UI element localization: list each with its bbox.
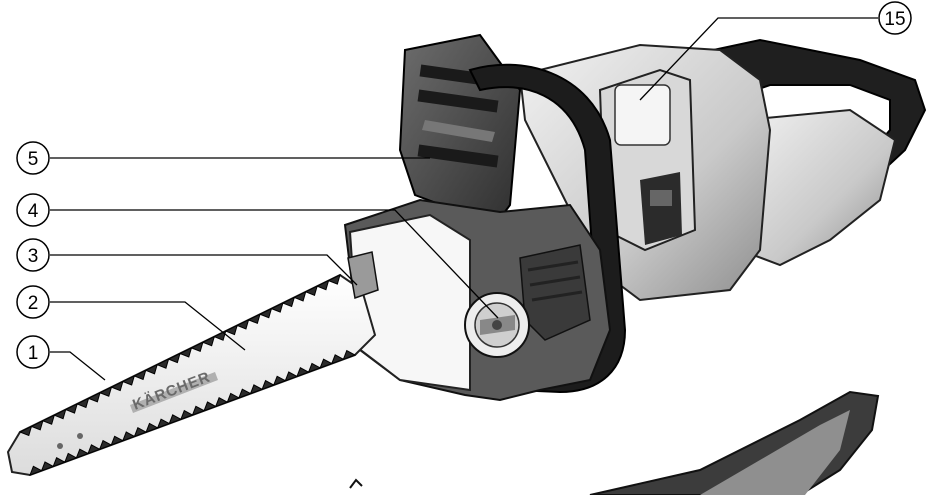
chain-tooth — [281, 296, 296, 308]
chain-tooth — [319, 358, 333, 369]
chain-tooth — [214, 397, 229, 408]
callout-label-2: 2 — [28, 293, 39, 314]
chain-tooth — [52, 457, 67, 468]
chain-tooth — [307, 362, 322, 373]
leader-4 — [50, 209, 499, 319]
callout-label-15: 15 — [884, 9, 905, 30]
chain-tooth — [29, 465, 43, 476]
chain-tooth — [213, 330, 227, 341]
callout-2: 2 — [16, 285, 50, 319]
callout-15: 15 — [878, 1, 912, 35]
chain-tooth — [191, 405, 206, 416]
callout-label-3: 3 — [28, 246, 39, 267]
callout-5: 5 — [16, 141, 50, 175]
chain-tooth — [203, 401, 217, 412]
chain-tooth — [342, 349, 357, 361]
callout-1: 1 — [16, 335, 50, 369]
chain-tooth — [18, 425, 33, 437]
chain-tooth — [190, 341, 204, 353]
chain-tooth — [296, 367, 310, 378]
callout-leaders — [50, 17, 878, 381]
chain-tooth — [155, 358, 170, 369]
chain-tooth — [258, 307, 273, 319]
chain-tooth — [327, 274, 341, 285]
chain-tooth — [30, 419, 44, 431]
chain-tooth — [284, 371, 299, 382]
front-handle — [468, 63, 627, 394]
chain-tooth — [75, 448, 90, 459]
chain-tooth — [87, 391, 101, 403]
chain-tooth — [156, 418, 171, 429]
chain-tooth — [121, 374, 136, 386]
chain-tooth — [40, 461, 55, 472]
chain-tooth — [293, 290, 307, 302]
chain-tooth — [235, 318, 250, 330]
saw-chain — [18, 274, 357, 476]
chain-tooth — [180, 409, 194, 421]
chain-tooth — [41, 414, 56, 425]
callout-label-5: 5 — [28, 149, 39, 170]
chain-tooth — [224, 324, 238, 336]
chain-tooth — [201, 335, 216, 347]
chain-tooth — [272, 375, 287, 386]
sprocket-cover — [343, 198, 612, 402]
chain-tooth — [110, 380, 124, 392]
chain-tooth — [121, 431, 136, 442]
chain-tooth — [98, 439, 113, 451]
chain-tooth — [87, 444, 101, 455]
chain-tooth — [304, 285, 318, 296]
hand-guard — [398, 33, 522, 227]
chain-tooth — [53, 408, 67, 420]
chain-tooth — [133, 427, 148, 438]
callout-label-1: 1 — [28, 343, 39, 364]
chain-tooth — [238, 388, 252, 399]
chain-tooth — [63, 452, 78, 463]
callout-3: 3 — [16, 238, 50, 272]
chain-tooth — [98, 386, 113, 397]
chain-tooth — [64, 403, 78, 414]
chain-tooth — [168, 414, 183, 425]
chain-tooth — [261, 379, 275, 391]
leader-15 — [639, 17, 878, 101]
callout-4: 4 — [16, 193, 50, 227]
guide-bar: KÄRCHER — [6, 273, 377, 477]
chain-tooth — [315, 279, 330, 291]
chain-tooth — [75, 397, 90, 409]
tensioning-knob — [464, 292, 530, 358]
chain-tooth — [270, 302, 284, 313]
chain-tooth — [133, 369, 147, 381]
chain-tooth — [145, 422, 159, 433]
chain-tooth — [144, 363, 158, 375]
chain-cover-part — [349, 390, 880, 495]
chain-catch — [347, 251, 379, 299]
chain-tooth — [178, 346, 193, 358]
leader-1 — [50, 351, 106, 381]
leader-2 — [50, 301, 246, 351]
chain-tooth — [226, 392, 241, 403]
chain-tooth — [330, 354, 345, 365]
callout-label-4: 4 — [28, 201, 39, 222]
chain-tooth — [167, 352, 181, 364]
chain-tooth — [110, 435, 125, 446]
leader-3 — [50, 254, 358, 286]
chain-tooth — [249, 384, 264, 395]
chain-tooth — [247, 313, 261, 325]
